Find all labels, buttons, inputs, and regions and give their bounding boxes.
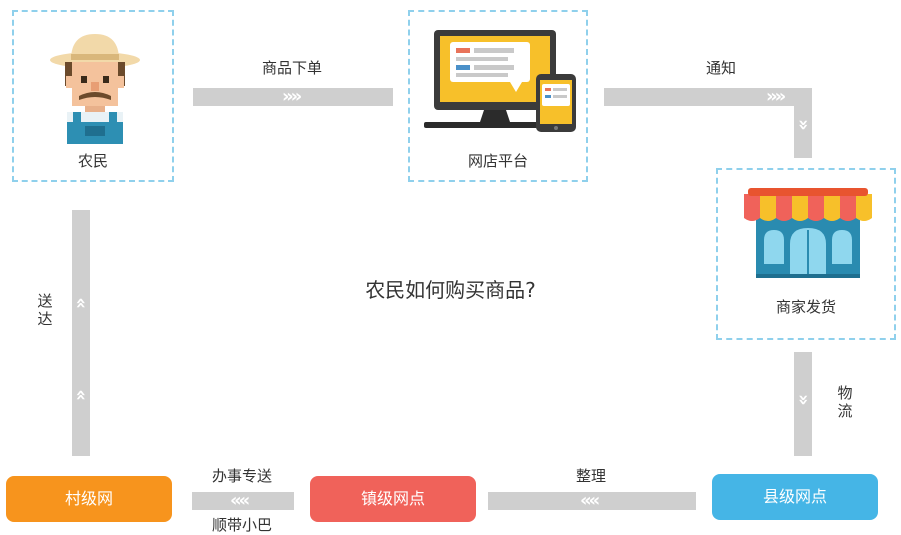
edge-label-deliver-2: 达 xyxy=(37,310,53,328)
arrow-logistics xyxy=(794,352,812,456)
chevron-right-icon: »» xyxy=(282,86,302,107)
arrow-order xyxy=(193,88,393,106)
node-village: 村级网 xyxy=(6,476,172,522)
edge-label-errand-top: 办事专送 xyxy=(212,467,273,485)
edge-label-logistics-2: 流 xyxy=(837,402,853,420)
arrow-errand xyxy=(192,492,294,510)
farmer-box: 农民 xyxy=(12,10,174,182)
center-question: 农民如何购买商品? xyxy=(365,278,536,302)
arrow-deliver xyxy=(72,210,90,456)
chevron-down-icon: » xyxy=(793,394,814,403)
node-county: 县级网点 xyxy=(712,474,878,520)
merchant-box: 商家发货 xyxy=(716,168,896,340)
farmer-icon xyxy=(50,34,140,144)
platform-label: 网店平台 xyxy=(467,152,528,170)
chevron-left-icon: «« xyxy=(580,490,600,511)
edge-label-deliver-1: 送 xyxy=(37,292,53,310)
edge-label-errand-bottom: 顺带小巴 xyxy=(212,516,273,534)
platform-box: 网店平台 xyxy=(408,10,588,182)
arrow-notify-vertical xyxy=(794,88,812,158)
farmer-label: 农民 xyxy=(77,152,108,170)
chevron-left-icon: «« xyxy=(230,490,250,511)
edge-label-logistics-1: 物 xyxy=(837,384,853,402)
node-town: 镇级网点 xyxy=(310,476,476,522)
computer-icon xyxy=(424,30,576,132)
edge-label-order: 商品下单 xyxy=(262,59,323,77)
chevron-up-icon: » xyxy=(70,392,91,401)
chevron-right-icon: »» xyxy=(766,86,786,107)
shop-icon xyxy=(744,188,872,278)
merchant-label: 商家发货 xyxy=(775,298,836,316)
arrow-notify-horizontal xyxy=(604,88,812,106)
edge-label-notify: 通知 xyxy=(706,59,737,77)
arrow-organize xyxy=(488,492,696,510)
edge-label-organize: 整理 xyxy=(576,467,607,485)
chevron-down-icon: » xyxy=(793,119,814,128)
